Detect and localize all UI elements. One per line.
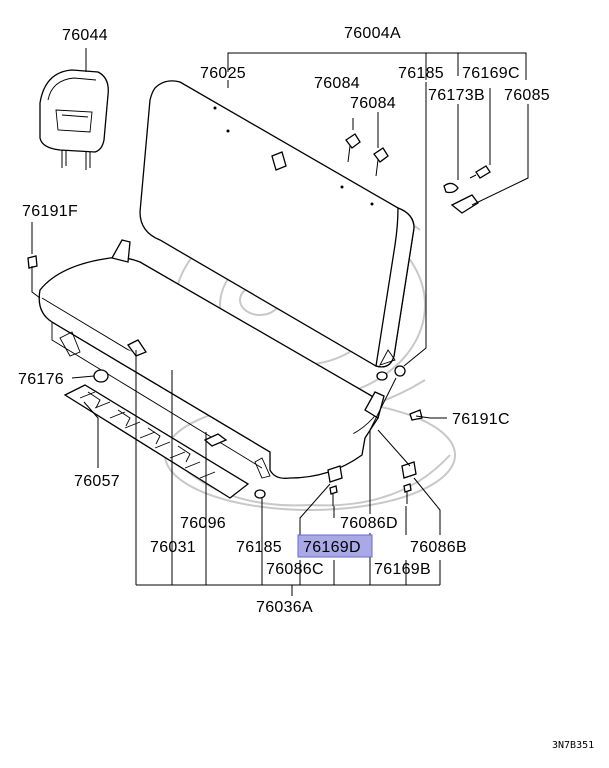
seat-cushion-part[interactable] [38, 239, 385, 479]
headrest-part[interactable] [39, 69, 109, 170]
label-76044[interactable]: 76044 [62, 27, 108, 44]
floor-panel-part[interactable] [63, 384, 250, 499]
label-76036A[interactable]: 76036A [256, 599, 313, 616]
label-76185-bottom[interactable]: 76185 [236, 539, 282, 556]
label-76173B[interactable]: 76173B [428, 87, 485, 104]
label-76169B[interactable]: 76169B [374, 561, 431, 578]
hardware-parts[interactable] [27, 133, 491, 506]
label-76086D[interactable]: 76086D [340, 515, 398, 532]
selected-part-highlight [297, 534, 373, 558]
label-76086B[interactable]: 76086B [410, 539, 467, 556]
label-76084-bottom[interactable]: 76084 [350, 95, 396, 112]
label-76096[interactable]: 76096 [180, 515, 226, 532]
label-76169D[interactable]: 76169D [303, 539, 361, 556]
label-76031[interactable]: 76031 [150, 539, 196, 556]
label-76084-top[interactable]: 76084 [314, 75, 360, 92]
part-labels: 76044 76004A 76025 76084 76084 76185 761… [18, 25, 550, 616]
seat-back-part[interactable] [139, 80, 415, 368]
diagram-code: 3N7B351 [552, 740, 594, 751]
label-76085[interactable]: 76085 [504, 87, 550, 104]
label-76169C[interactable]: 76169C [462, 65, 520, 82]
label-76025[interactable]: 76025 [200, 65, 246, 82]
label-76191F[interactable]: 76191F [22, 203, 78, 220]
label-76004A[interactable]: 76004A [344, 25, 401, 42]
label-76176[interactable]: 76176 [18, 371, 64, 388]
label-76185-top[interactable]: 76185 [398, 65, 444, 82]
label-76057[interactable]: 76057 [74, 473, 120, 490]
label-76191C[interactable]: 76191C [452, 411, 510, 428]
label-76086C[interactable]: 76086C [266, 561, 324, 578]
